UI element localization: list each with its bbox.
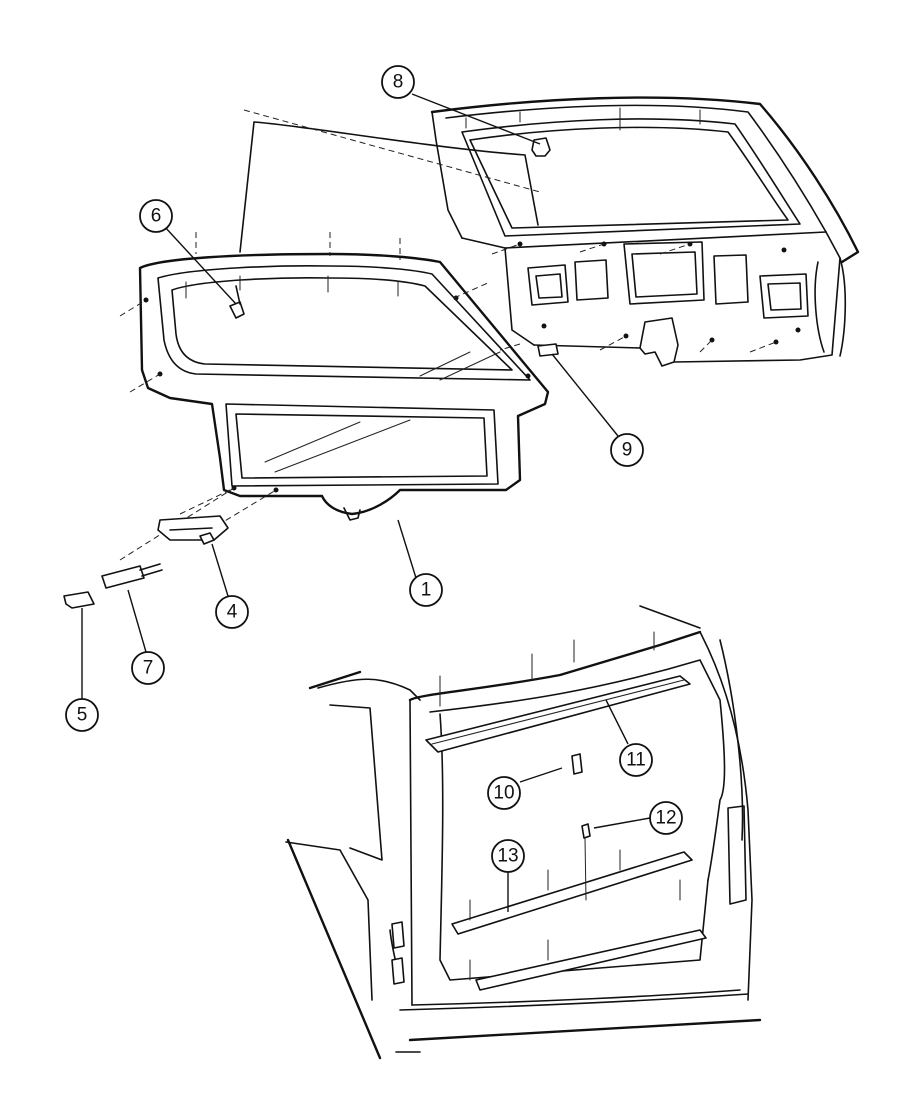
svg-text:13: 13 <box>497 846 518 867</box>
callout-7: 7 <box>127 589 165 685</box>
callout-12: 12 <box>593 801 683 835</box>
callout-4: 4 <box>211 543 249 629</box>
callout-8: 8 <box>381 65 541 145</box>
svg-text:10: 10 <box>493 783 514 804</box>
svg-text:1: 1 <box>421 580 432 601</box>
vehicle-rear <box>285 605 762 1060</box>
callout-10: 10 <box>487 767 563 810</box>
callout-11: 11 <box>605 699 653 777</box>
callout-1: 1 <box>397 519 443 607</box>
svg-text:11: 11 <box>626 750 646 771</box>
trim-panel <box>138 121 550 521</box>
assembly-lines <box>119 109 777 561</box>
svg-text:9: 9 <box>622 440 633 461</box>
svg-text:12: 12 <box>655 808 676 829</box>
callout-6: 6 <box>139 199 237 305</box>
svg-text:4: 4 <box>227 602 238 623</box>
svg-text:6: 6 <box>151 206 162 227</box>
callout-9: 9 <box>551 353 644 467</box>
small-hardware <box>63 515 229 609</box>
svg-text:5: 5 <box>77 705 88 726</box>
svg-text:7: 7 <box>143 658 154 679</box>
callout-13: 13 <box>491 839 525 912</box>
callout-5: 5 <box>65 608 99 732</box>
liftgate-assembly <box>430 96 860 367</box>
svg-text:8: 8 <box>393 72 404 93</box>
